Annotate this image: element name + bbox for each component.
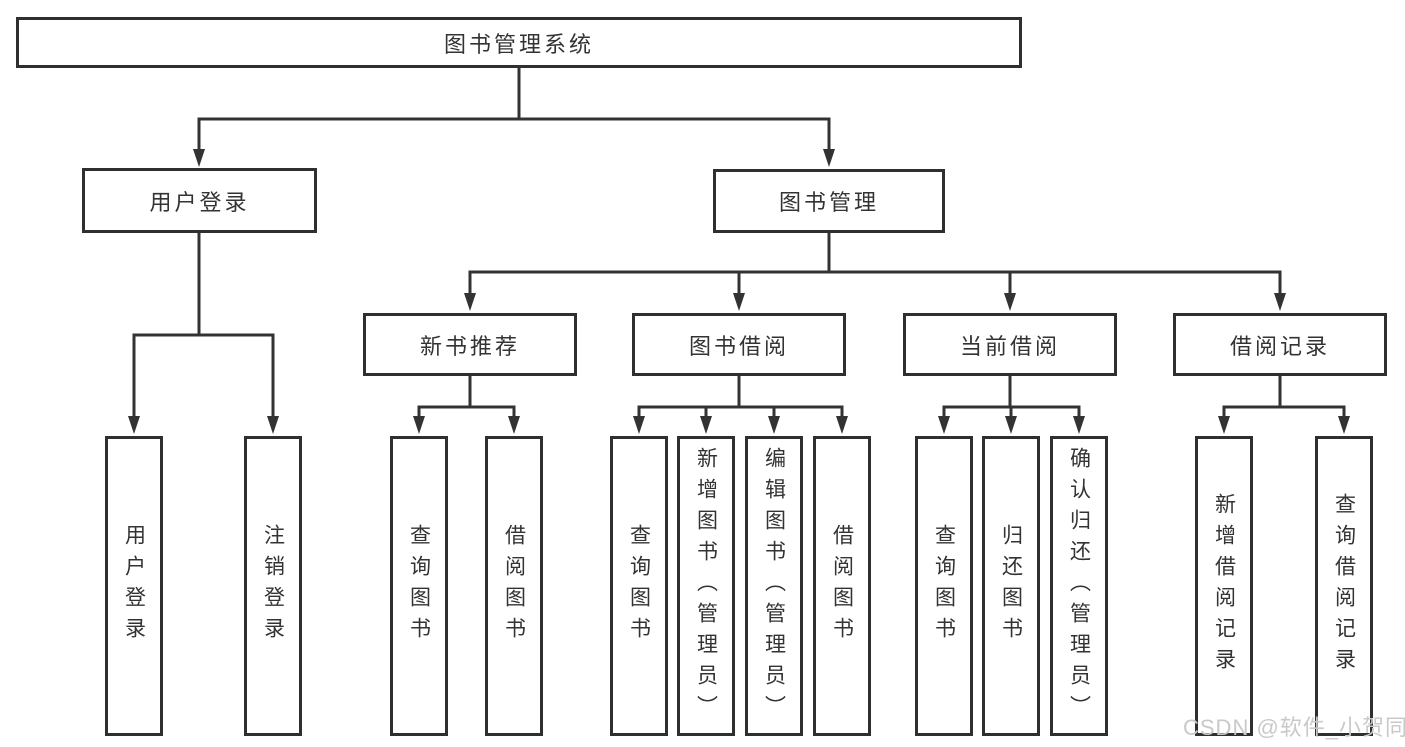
- node-library-system-root: 图书管理系统: [16, 17, 1022, 68]
- node-user-login: 用户登录: [82, 168, 317, 233]
- watermark: CSDN @软件_小贺同学: [1183, 715, 1405, 740]
- node-current-borrowing: 当前借阅: [903, 313, 1117, 376]
- leaf-logout: 注销登录: [244, 436, 302, 736]
- leaf-add-borrow-record: 新增借阅记录: [1195, 436, 1253, 736]
- node-new-book-recommend: 新书推荐: [363, 313, 577, 376]
- leaf-query-borrow-record: 查询借阅记录: [1315, 436, 1373, 736]
- node-book-borrowing: 图书借阅: [632, 313, 846, 376]
- leaf-edit-books-admin: 编辑图书（管理员）: [745, 436, 803, 736]
- leaf-borrow-books-recommend: 借阅图书: [485, 436, 543, 736]
- leaf-confirm-return-admin: 确认归还（管理员）: [1050, 436, 1108, 736]
- leaf-query-books-borrow: 查询图书: [610, 436, 668, 736]
- leaf-add-books-admin: 新增图书（管理员）: [677, 436, 735, 736]
- node-borrowing-records: 借阅记录: [1173, 313, 1387, 376]
- leaf-return-books: 归还图书: [982, 436, 1040, 736]
- leaf-user-login: 用户登录: [105, 436, 163, 736]
- node-book-management: 图书管理: [713, 169, 945, 233]
- leaf-query-books-recommend: 查询图书: [390, 436, 448, 736]
- leaf-query-books-current: 查询图书: [915, 436, 973, 736]
- leaf-borrow-books: 借阅图书: [813, 436, 871, 736]
